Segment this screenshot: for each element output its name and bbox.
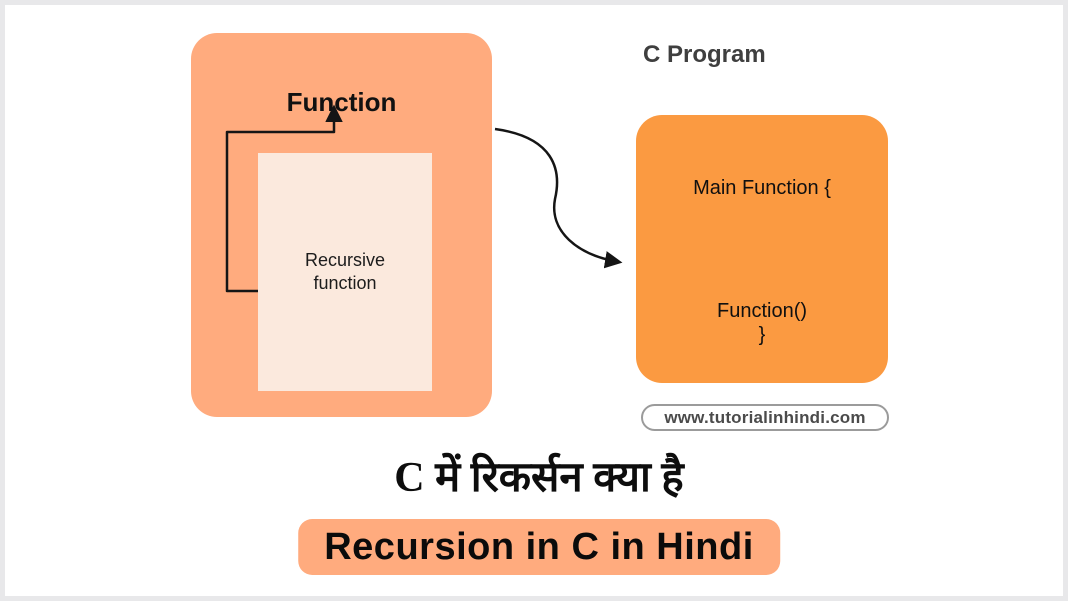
hindi-title: C में रिकर्सन क्या है (394, 455, 684, 501)
subtitle-pill: Recursion in C in Hindi (298, 519, 780, 575)
arrow-layer (225, 104, 623, 293)
c-program-heading: C Program (643, 41, 766, 68)
c-program-box: Main Function { Function() } (636, 115, 888, 383)
function-call-line: Function() (716, 300, 808, 322)
website-badge: www.tutorialinhindi.com (641, 404, 889, 431)
call-arrow (494, 127, 623, 269)
function-box-title: Function (286, 87, 397, 117)
recursive-function-label: Recursive function (304, 249, 386, 293)
recursive-function-box: Recursive function (258, 153, 432, 391)
main-function-open-line: Main Function { (693, 177, 831, 199)
subtitle-text: Recursion in C in Hindi (324, 525, 754, 568)
function-box: Function Recursive function (191, 33, 492, 417)
closing-brace-line: } (758, 324, 766, 346)
website-badge-text: www.tutorialinhindi.com (664, 407, 866, 427)
